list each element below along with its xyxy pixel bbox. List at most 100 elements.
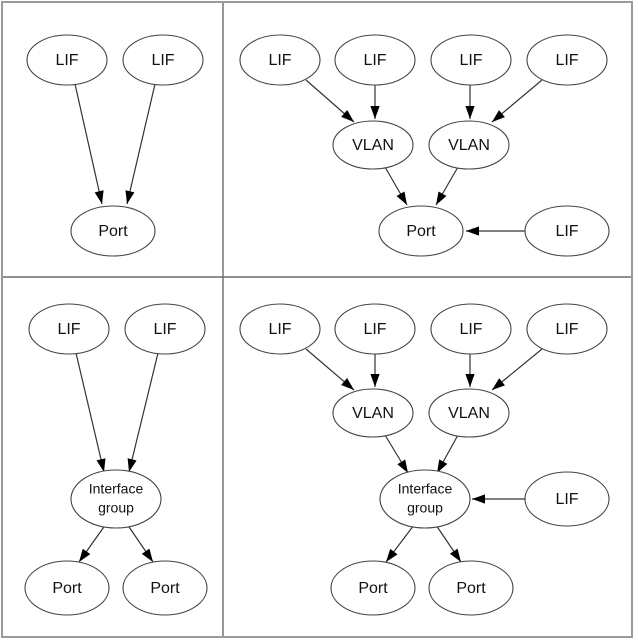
arrow-icon-tl-lif-1-to-tl-port	[94, 190, 104, 204]
node-label-bl-ifgrp-line2: group	[98, 500, 134, 516]
panel-lifs-direct-to-port-nodes: LIF LIF Port	[26, 34, 204, 257]
panel-lifs-via-vlans-to-interface-group-to-ports-edges	[305, 348, 543, 563]
node-port-br-port-2[interactable]: Port	[428, 560, 514, 616]
node-shape-tl-lif-1	[26, 34, 108, 86]
edge-tl-lif-1-to-tl-port	[74, 83, 103, 205]
node-label-tr-lif-4: LIF	[555, 52, 578, 69]
arrow-icon-br-lif-2-to-br-vlan-1	[370, 374, 380, 387]
arrow-icon-tr-lif-3-to-tr-vlan-2	[465, 106, 475, 119]
node-shape-tr-lif-5	[524, 205, 610, 257]
node-lif-br-lif-2[interactable]: LIF	[334, 303, 416, 355]
node-vlan-tr-vlan-1[interactable]: VLAN	[332, 120, 414, 170]
node-lif-tr-lif-2[interactable]: LIF	[334, 34, 416, 86]
node-shape-bl-port-2	[122, 560, 208, 616]
node-shape-br-lif-4	[526, 303, 608, 355]
node-shape-br-lif-1	[239, 303, 321, 355]
arrow-icon-br-ifgrp-to-br-port-2	[449, 548, 461, 562]
node-port-tr-port[interactable]: Port	[378, 205, 464, 257]
node-shape-bl-lif-2	[124, 303, 206, 355]
arrow-icon-tr-lif-2-to-tr-vlan-1	[370, 106, 380, 119]
node-lif-tr-lif-3[interactable]: LIF	[430, 34, 512, 86]
node-label-br-lif-1: LIF	[268, 321, 291, 338]
arrow-icon-br-lif-3-to-br-vlan-2	[465, 374, 475, 387]
node-lif-br-lif-1[interactable]: LIF	[239, 303, 321, 355]
node-label-bl-port-1: Port	[52, 580, 82, 597]
node-label-tr-port: Port	[406, 223, 436, 240]
node-shape-tr-port	[378, 205, 464, 257]
node-shape-br-lif-3	[430, 303, 512, 355]
node-vlan-tr-vlan-2[interactable]: VLAN	[428, 120, 510, 170]
node-port-bl-port-1[interactable]: Port	[24, 560, 110, 616]
node-label-br-port-1: Port	[358, 580, 388, 597]
node-shape-br-lif-5	[524, 471, 610, 527]
node-label-br-port-2: Port	[456, 580, 486, 597]
arrow-icon-bl-ifgrp-to-bl-port-1	[79, 548, 91, 562]
node-shape-br-port-1	[330, 560, 416, 616]
arrow-icon-br-vlan-1-to-br-ifgrp	[397, 459, 408, 473]
node-label-tr-vlan-1: VLAN	[352, 137, 394, 154]
node-label-tr-vlan-2: VLAN	[448, 137, 490, 154]
node-label-tl-lif-1: LIF	[55, 52, 78, 69]
node-port-tl-port[interactable]: Port	[70, 205, 156, 257]
node-vlan-br-vlan-2[interactable]: VLAN	[428, 388, 510, 438]
arrow-icon-br-ifgrp-to-br-port-1	[386, 548, 398, 562]
node-lif-bl-lif-1[interactable]: LIF	[28, 303, 110, 355]
node-label-tr-lif-1: LIF	[268, 52, 291, 69]
node-label-br-lif-2: LIF	[363, 321, 386, 338]
node-lif-br-lif-3[interactable]: LIF	[430, 303, 512, 355]
node-label-tr-lif-3: LIF	[459, 52, 482, 69]
arrow-icon-br-lif-1-to-br-vlan-1	[341, 378, 354, 390]
node-shape-tl-port	[70, 205, 156, 257]
node-lif-br-lif-4[interactable]: LIF	[526, 303, 608, 355]
node-port-bl-port-2[interactable]: Port	[122, 560, 208, 616]
arrow-icon-tr-vlan-2-to-tr-port	[436, 191, 447, 205]
node-lif-tr-lif-5[interactable]: LIF	[524, 205, 610, 257]
node-label-tl-port: Port	[98, 223, 128, 240]
panel-lifs-via-vlans-to-port-edges	[305, 79, 543, 236]
node-lif-br-lif-5[interactable]: LIF	[524, 471, 610, 527]
arrow-icon-bl-lif-2-to-bl-ifgrp	[127, 458, 137, 472]
node-label-tr-lif-2: LIF	[363, 52, 386, 69]
node-vlan-br-vlan-1[interactable]: VLAN	[332, 388, 414, 438]
node-shape-bl-ifgrp	[70, 469, 162, 529]
arrow-icon-tr-lif-5-to-tr-port	[466, 226, 479, 236]
node-shape-br-ifgrp	[379, 469, 471, 529]
node-shape-tr-lif-3	[430, 34, 512, 86]
panel-lifs-to-interface-group-to-ports-edges	[75, 352, 159, 563]
edge-layer	[74, 79, 543, 563]
node-shape-tr-lif-2	[334, 34, 416, 86]
node-label-tr-lif-5: LIF	[555, 223, 578, 240]
node-lif-tl-lif-2[interactable]: LIF	[122, 34, 204, 86]
node-shape-tr-vlan-1	[332, 120, 414, 170]
arrow-icon-tl-lif-2-to-tl-port	[125, 190, 135, 204]
arrow-icon-br-lif-5-to-br-ifgrp	[472, 494, 485, 504]
node-label-bl-port-2: Port	[150, 580, 180, 597]
node-shape-tl-lif-2	[122, 34, 204, 86]
node-port-br-port-1[interactable]: Port	[330, 560, 416, 616]
arrow-icon-tr-lif-4-to-tr-vlan-2	[492, 110, 505, 122]
arrow-icon-tr-lif-1-to-tr-vlan-1	[341, 109, 354, 122]
panel-lifs-via-vlans-to-port-nodes: LIF LIF LIF LIF VLAN VLAN Port LIF	[239, 34, 610, 257]
edge-tl-lif-2-to-tl-port	[126, 83, 156, 205]
node-shape-br-port-2	[428, 560, 514, 616]
node-lif-tr-lif-1[interactable]: LIF	[239, 34, 321, 86]
node-label-bl-lif-1: LIF	[57, 321, 80, 338]
node-label-br-vlan-1: VLAN	[352, 405, 394, 422]
node-lif-tr-lif-4[interactable]: LIF	[526, 34, 608, 86]
edge-bl-lif-1-to-bl-ifgrp	[75, 352, 105, 473]
arrow-icon-bl-lif-1-to-bl-ifgrp	[96, 458, 106, 472]
arrow-icon-br-vlan-2-to-br-ifgrp	[437, 459, 448, 473]
node-label-br-ifgrp-line2: group	[407, 500, 443, 516]
node-lif-tl-lif-1[interactable]: LIF	[26, 34, 108, 86]
node-label-br-lif-5: LIF	[555, 491, 578, 508]
node-lif-bl-lif-2[interactable]: LIF	[124, 303, 206, 355]
